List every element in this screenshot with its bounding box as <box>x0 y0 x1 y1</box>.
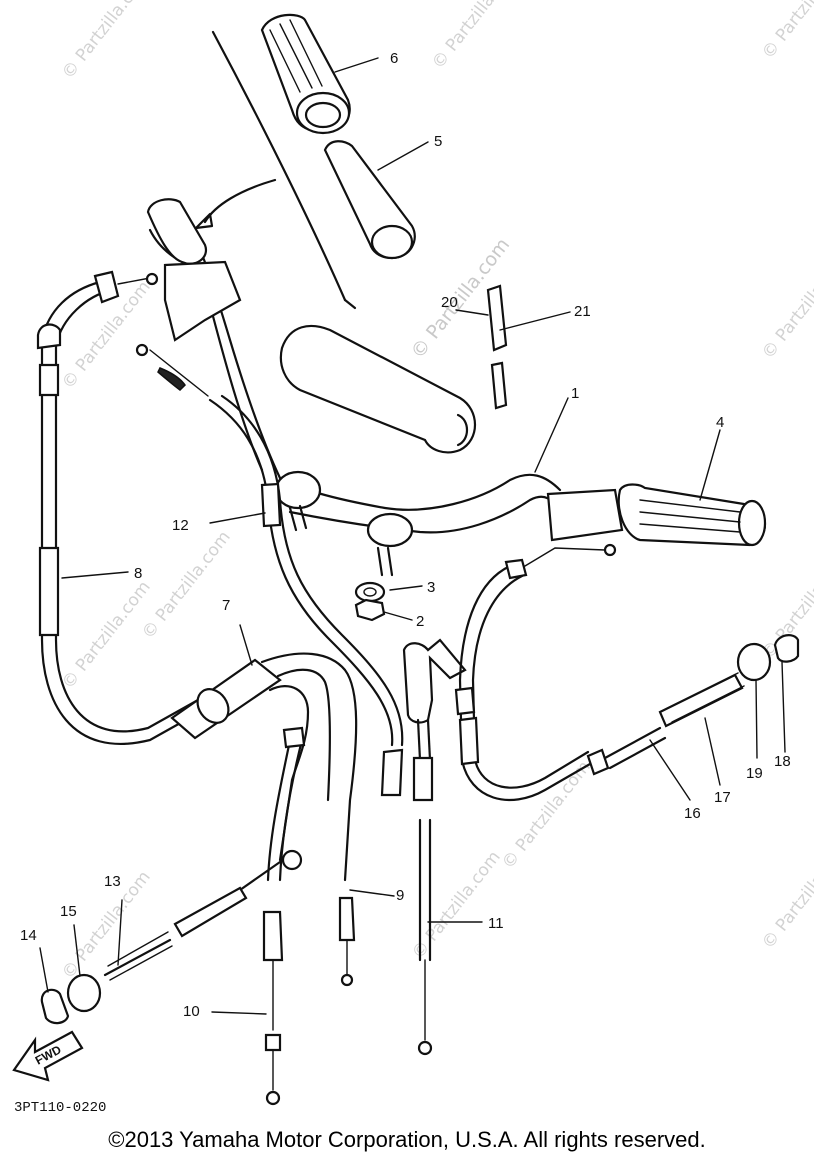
adjuster-17[interactable] <box>658 672 745 728</box>
label-5: 5 <box>434 133 442 150</box>
clutch-cable[interactable] <box>36 270 202 746</box>
rubber-boot-19[interactable] <box>736 642 772 682</box>
cap-18[interactable] <box>773 634 800 663</box>
right-grip[interactable] <box>546 483 767 547</box>
label-17: 17 <box>714 789 731 806</box>
label-16: 16 <box>684 805 701 822</box>
rubber-boot-15[interactable] <box>66 973 102 1013</box>
watermark-top-right: © Partzilla.com <box>758 0 814 63</box>
watermark-top-mid: © Partzilla.com <box>428 0 525 73</box>
grip-sleeve[interactable] <box>323 140 416 260</box>
grip-inset-boundary <box>194 30 357 310</box>
lower-cable-10[interactable] <box>262 726 306 1106</box>
watermark-top-left: © Partzilla.com <box>58 0 155 83</box>
throttle-cable-housing[interactable] <box>170 652 358 882</box>
nut[interactable] <box>354 598 386 622</box>
label-13: 13 <box>104 873 121 890</box>
throttle-cable[interactable] <box>135 343 404 797</box>
leader-lines <box>39 57 786 1015</box>
washer[interactable] <box>354 581 386 603</box>
label-20: 20 <box>441 294 458 311</box>
label-11: 11 <box>488 915 504 932</box>
label-8: 8 <box>134 565 142 582</box>
label-1: 1 <box>571 385 579 402</box>
adjuster-13[interactable] <box>103 849 303 981</box>
handlebar[interactable] <box>146 198 562 577</box>
label-9: 9 <box>396 887 404 904</box>
label-15: 15 <box>60 903 77 920</box>
label-4: 4 <box>716 414 724 431</box>
label-18: 18 <box>774 753 791 770</box>
throttle-grip[interactable] <box>260 13 351 135</box>
fwd-arrow: FWD <box>12 1030 84 1082</box>
label-2: 2 <box>416 613 424 630</box>
right-cable[interactable] <box>454 543 667 802</box>
cable-clip[interactable] <box>486 284 508 410</box>
label-10: 10 <box>183 1003 200 1020</box>
left-grip[interactable] <box>279 324 476 454</box>
lower-cable-9[interactable] <box>338 896 356 987</box>
watermark-left-low: © Partzilla.com <box>58 577 155 693</box>
diagram-code: 3PT110-0220 <box>14 1100 107 1116</box>
watermark-center-low: © Partzilla.com <box>498 757 595 873</box>
label-7: 7 <box>222 597 230 614</box>
label-21: 21 <box>574 303 591 320</box>
label-14: 14 <box>20 927 37 944</box>
label-12: 12 <box>172 517 189 534</box>
label-19: 19 <box>746 765 763 782</box>
lower-cable-11[interactable] <box>402 638 467 1056</box>
label-6: 6 <box>390 50 398 67</box>
watermark-right-mid: © Partzilla.com <box>758 247 814 363</box>
copyright-notice: ©2013 Yamaha Motor Corporation, U.S.A. A… <box>108 1127 706 1152</box>
label-3: 3 <box>427 579 435 596</box>
watermark-center-mid: © Partzilla.com <box>138 527 235 643</box>
part-labels: 6 5 20 21 1 4 3 2 7 8 12 9 10 11 13 14 1… <box>20 50 791 1020</box>
watermark-bottom-right: © Partzilla.com <box>758 837 814 953</box>
watermark-bottom-mid: © Partzilla.com <box>408 847 505 963</box>
cap-14[interactable] <box>40 988 70 1025</box>
